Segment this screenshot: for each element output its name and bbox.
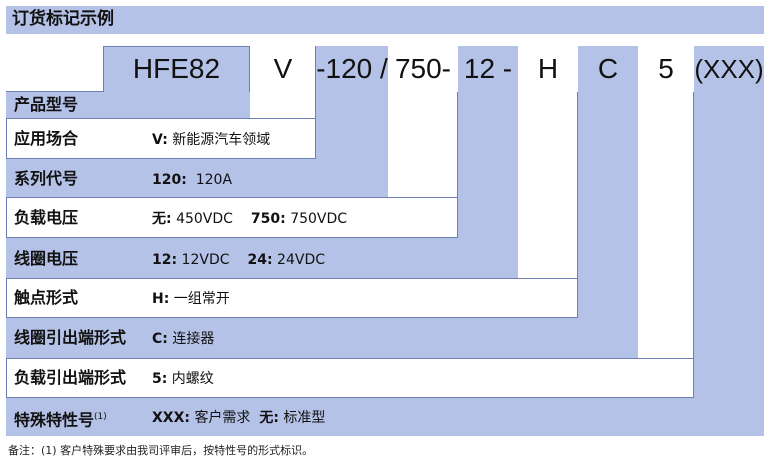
code-coil-terminal: C xyxy=(597,53,619,84)
desc-application-code: V: xyxy=(152,132,168,148)
code-coil-voltage: 12 - xyxy=(463,53,513,84)
model-code-block xyxy=(103,46,250,92)
coil-voltage-stem xyxy=(458,92,518,238)
desc-special: XXX: 客户需求 无: 标准型 xyxy=(152,407,325,429)
desc-load-voltage-text2: 750VDC xyxy=(290,211,348,227)
row-coil-voltage-band xyxy=(6,238,518,278)
row-series-band xyxy=(6,159,388,197)
row-application-frame xyxy=(6,118,316,159)
desc-load-terminal-code: 5: xyxy=(152,371,168,387)
label-coil-terminal: 线圈引出端形式 xyxy=(14,328,127,347)
desc-coil-voltage-code2: 24: xyxy=(247,252,273,268)
desc-special-text2: 标准型 xyxy=(283,410,326,426)
row-load-terminal-frame xyxy=(6,358,694,398)
code-load-voltage: 750- xyxy=(394,53,452,84)
desc-load-terminal: 5: 内螺纹 xyxy=(152,368,214,390)
desc-series: 120: 120A xyxy=(152,169,232,191)
label-application: 应用场合 xyxy=(14,129,79,148)
title-bar xyxy=(6,6,764,34)
code-model: HFE82 xyxy=(132,53,221,84)
desc-coil-voltage-text1: 12VDC xyxy=(181,252,230,268)
page-title: 订货标记示例 xyxy=(12,9,114,29)
desc-series-text: 120A xyxy=(195,172,233,188)
code-special: (XXX) xyxy=(694,54,764,84)
desc-coil-voltage: 12: 12VDC 24: 24VDC xyxy=(152,249,325,271)
footnote: 备注：(1) 客户特殊要求由我司评审后，按特性号的形式标识。 xyxy=(8,444,314,457)
model-baseline xyxy=(6,91,103,92)
desc-series-code: 120: xyxy=(152,172,187,188)
special-stem xyxy=(694,92,764,398)
desc-coil-voltage-text2: 24VDC xyxy=(277,252,325,268)
model-code-outline xyxy=(103,46,250,92)
special-code-block xyxy=(694,46,764,92)
row-contact-frame xyxy=(6,278,578,318)
coil-terminal-stem xyxy=(578,92,638,318)
label-special-text: 特殊特性号 xyxy=(14,410,95,430)
code-load-terminal: 5 xyxy=(658,53,674,84)
load-terminal-stem-line xyxy=(638,92,694,359)
desc-load-voltage-code1: 无: xyxy=(152,211,172,227)
row-model-band xyxy=(6,92,250,118)
desc-special-code1: XXX: xyxy=(152,410,190,426)
desc-contact-text: 一组常开 xyxy=(173,291,230,307)
desc-application-text: 新能源汽车领域 xyxy=(172,132,271,148)
code-series: -120 / xyxy=(316,53,388,84)
coil-voltage-code-block xyxy=(458,46,518,92)
code-application: V xyxy=(273,53,293,84)
row-load-voltage-frame xyxy=(6,197,458,238)
footnote-mark: (1) xyxy=(94,412,107,422)
label-contact: 触点形式 xyxy=(14,288,79,307)
label-load-voltage: 负载电压 xyxy=(14,208,79,227)
label-series: 系列代号 xyxy=(14,169,79,188)
load-voltage-stem-line xyxy=(388,92,458,198)
desc-coil-terminal-text: 连接器 xyxy=(172,331,215,347)
desc-load-voltage-text1: 450VDC xyxy=(176,211,233,227)
desc-coil-terminal-code: C: xyxy=(152,331,168,347)
label-model: 产品型号 xyxy=(14,95,79,114)
desc-coil-terminal: C: 连接器 xyxy=(152,328,214,350)
application-stem-line xyxy=(250,46,316,119)
desc-coil-voltage-code1: 12: xyxy=(152,252,178,268)
contact-stem-line xyxy=(518,92,578,279)
desc-load-voltage-code2: 750: xyxy=(250,211,286,227)
desc-special-text1: 客户需求 xyxy=(194,410,251,426)
desc-contact-code: H: xyxy=(152,291,170,307)
code-contact: H xyxy=(537,53,559,84)
row-special-band xyxy=(6,398,764,436)
desc-contact: H: 一组常开 xyxy=(152,288,230,310)
series-code-block xyxy=(316,46,388,92)
series-stem xyxy=(316,92,388,159)
desc-load-voltage: 无: 450VDC 750: 750VDC xyxy=(152,208,347,230)
desc-load-terminal-text: 内螺纹 xyxy=(171,371,214,387)
coil-terminal-code-block xyxy=(578,46,638,92)
desc-application: V: 新能源汽车领域 xyxy=(152,129,270,151)
desc-special-code2: 无: xyxy=(259,410,279,426)
label-coil-voltage: 线圈电压 xyxy=(14,249,79,268)
label-special: 特殊特性号(1) xyxy=(14,406,107,431)
row-coil-terminal-band xyxy=(6,318,638,358)
label-load-terminal: 负载引出端形式 xyxy=(14,368,127,387)
